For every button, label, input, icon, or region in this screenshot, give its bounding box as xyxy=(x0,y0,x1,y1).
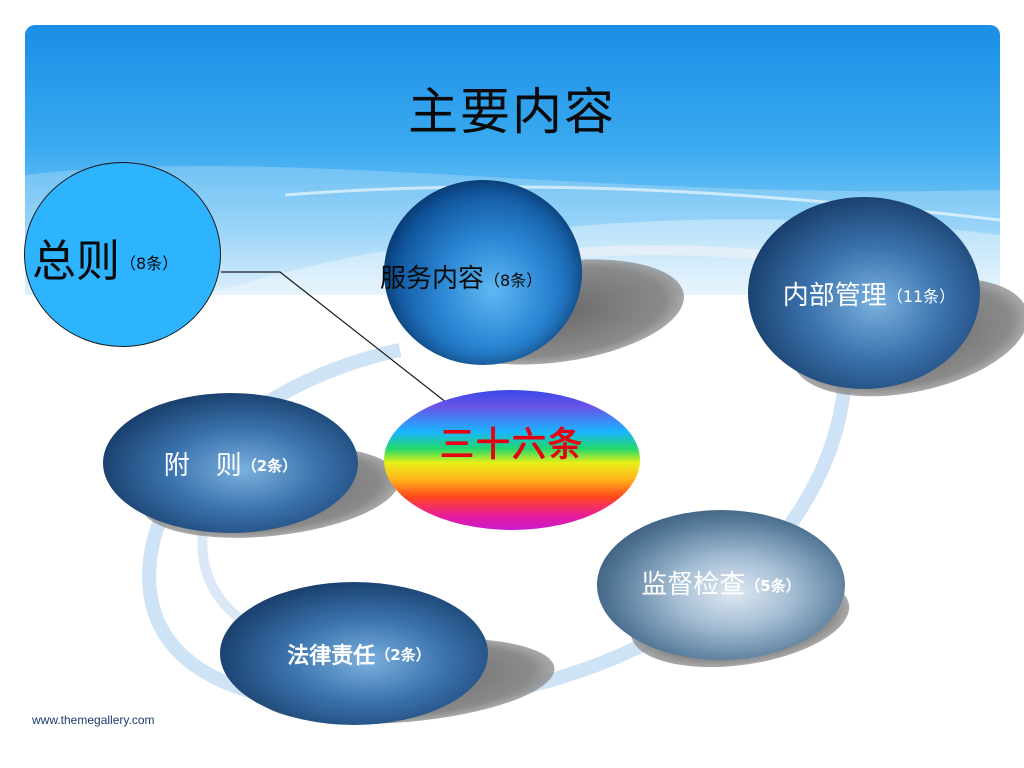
node-appendix-label: 附 则 xyxy=(163,450,242,481)
node-general[interactable] xyxy=(24,162,221,347)
node-internal-count: （11条） xyxy=(886,287,956,306)
node-center[interactable]: 三十六条 xyxy=(384,390,640,530)
node-service-count: （8条） xyxy=(484,270,543,290)
footer-url[interactable]: www.themegallery.com xyxy=(32,713,155,727)
node-general-label: 总则 xyxy=(32,236,120,287)
slide-title: 主要内容 xyxy=(408,83,616,141)
node-internal-label: 内部管理 xyxy=(782,280,887,311)
node-service-text: 服务内容 （8条） xyxy=(380,258,542,295)
node-appendix-count: （2条） xyxy=(241,456,298,475)
node-supervision-count: （5条） xyxy=(745,576,801,595)
node-legal-count: （2条） xyxy=(375,646,431,664)
node-general-count: （8条） xyxy=(120,254,179,273)
node-service[interactable] xyxy=(384,180,582,365)
node-service-label: 服务内容 xyxy=(380,264,485,294)
node-legal[interactable]: 法律责任 （2条） xyxy=(220,582,488,725)
node-legal-label: 法律责任 xyxy=(287,643,376,669)
node-appendix[interactable]: 附 则 （2条） xyxy=(103,393,358,533)
node-internal[interactable]: 内部管理 （11条） xyxy=(748,197,980,389)
node-supervision-label: 监督检查 xyxy=(641,569,746,600)
node-supervision[interactable]: 监督检查 （5条） xyxy=(597,510,845,660)
node-general-text: 总则 （8条） xyxy=(32,225,178,289)
node-center-label: 三十六条 xyxy=(440,424,584,465)
